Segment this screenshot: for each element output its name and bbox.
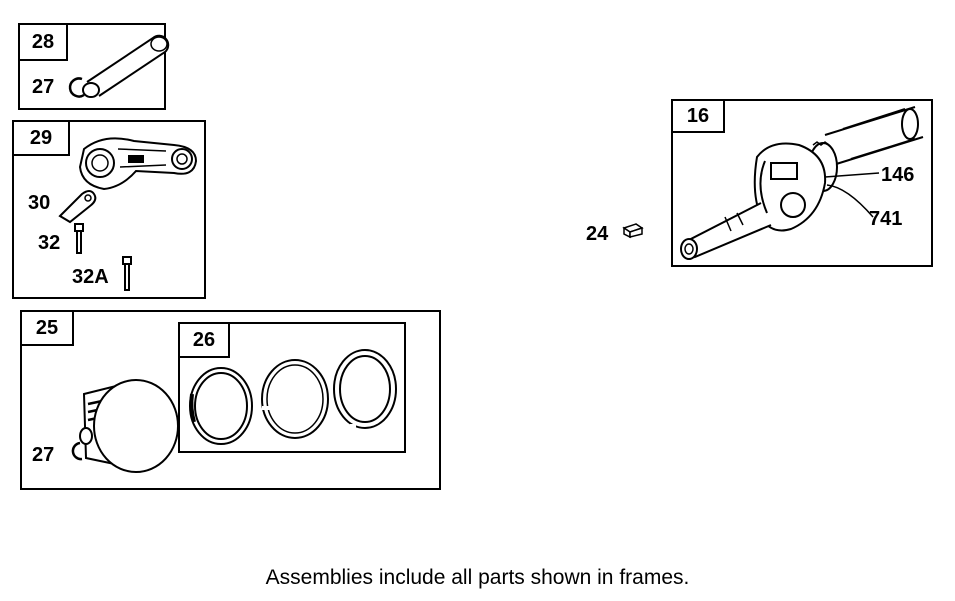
callout-27-piston-retainer: 27 — [32, 444, 55, 466]
lock-plate-icon — [58, 190, 97, 224]
frame-25-number: 25 — [22, 312, 74, 346]
callout-32a-rod-bolt: 32A — [72, 266, 109, 288]
rod-bolt-long-icon — [122, 256, 132, 291]
frame-28-number: 28 — [20, 25, 68, 61]
oil-ring-icon — [333, 349, 397, 430]
frame-16-crankshaft: 16 146 741 — [671, 99, 933, 267]
rod-bolt-icon — [74, 223, 84, 254]
frame-25-piston: 25 27 26 — [20, 310, 441, 490]
frame-26-number: 26 — [180, 324, 230, 358]
frame-29-connecting-rod: 29 30 32 32A — [12, 120, 206, 299]
crankshaft-shaft-end-icon — [842, 108, 919, 160]
frame-29-number: 29 — [14, 122, 70, 156]
callout-146-gear: 146 — [881, 164, 915, 186]
compression-ring-second-icon — [261, 359, 329, 439]
retainer-clip-piston-icon — [71, 441, 83, 461]
frame-16-number: 16 — [673, 101, 725, 133]
callout-741-key: 741 — [869, 208, 903, 230]
frame-26-piston-rings: 26 — [178, 322, 406, 453]
callout-30-lock-plate: 30 — [28, 192, 51, 214]
piston-pin-icon — [82, 34, 170, 98]
callout-24-key: 24 — [586, 223, 609, 245]
callout-32-rod-bolt: 32 — [38, 232, 61, 254]
callout-27-pin-retainer: 27 — [32, 76, 55, 98]
piston-icon — [79, 379, 179, 473]
retainer-clip-icon — [68, 77, 85, 98]
diagram-caption: Assemblies include all parts shown in fr… — [265, 566, 690, 589]
crankshaft-icon — [680, 106, 924, 260]
crankshaft-key-icon — [622, 223, 644, 239]
leader-lines — [824, 172, 880, 218]
connecting-rod-icon — [78, 137, 198, 191]
compression-ring-top-icon — [189, 367, 253, 445]
frame-28-piston-pin: 28 27 — [18, 23, 170, 110]
